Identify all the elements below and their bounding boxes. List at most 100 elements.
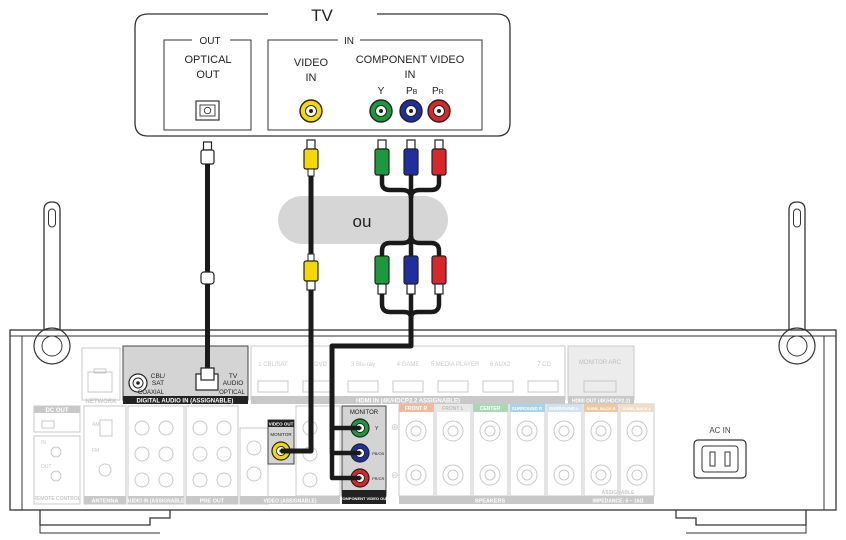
coaxial-source-1: CBL/	[151, 373, 166, 380]
tv-video-jack	[299, 99, 323, 123]
speaker-front-r: FRONT R	[398, 403, 435, 497]
video-out-badge: VIDEO OUT	[269, 422, 294, 427]
antenna-right	[778, 201, 816, 365]
component-monitor-label: MONITOR	[350, 410, 379, 416]
speaker-center: CENTER	[472, 403, 509, 497]
optical-cable	[200, 141, 215, 381]
remote-control-section: IN OUT REMOTE CONTROL	[33, 435, 81, 505]
cables	[200, 139, 447, 481]
speakers-section: ⊕ ⊖ FRONT R FRONT L CENTER	[391, 403, 655, 505]
pre-out-label: PRE OUT	[200, 499, 225, 505]
plus-sign: ⊕	[391, 422, 399, 432]
hdmi-label-1: 1 CBL/SAT	[258, 362, 288, 368]
optical-out-line2: OUT	[196, 69, 220, 81]
speaker-tab-surround-r: SURROUND R	[512, 406, 543, 411]
optical-label: OPTICAL	[219, 390, 245, 396]
optical-source-1: TV	[229, 373, 238, 380]
hdmi-port-3	[347, 380, 379, 393]
y-label: Y	[378, 86, 385, 97]
video-out-monitor-panel: VIDEO OUT MONITOR	[267, 419, 295, 465]
hdmi-port-6	[482, 380, 514, 393]
monitor-arc-label: MONITOR ARC	[579, 360, 622, 366]
hdmi-port-1	[257, 380, 289, 393]
speaker-surr-back-l: SURR. BACK L	[619, 403, 655, 497]
dc-out-section: DC OUT	[33, 405, 81, 433]
video-in-line1: VIDEO	[294, 57, 329, 69]
hdmi-port-4	[392, 380, 424, 393]
hdmi-in-label: HDMI IN (4K/HDCP2.2 ASSIGNABLE)	[356, 399, 460, 405]
hdmi-label-3: 3 Blu-ray	[351, 362, 375, 368]
digital-audio-panel: DIGITAL AUDIO IN (ASSIGNABLE) CBL/ SAT C…	[122, 345, 249, 405]
am-label: AM	[92, 422, 100, 428]
hdmi-port-2	[302, 380, 334, 393]
hdmi-port-5	[437, 380, 469, 393]
remote-control-label: REMOTE CONTROL	[33, 496, 81, 502]
hdmi-out-section: MONITOR ARC HDMI OUT (4K/HDCP2.2)	[567, 345, 635, 405]
av-receiver: NETWORK DIGITAL AUDIO IN (ASSIGNABLE) CB…	[9, 201, 837, 534]
or-label: ou	[353, 212, 372, 231]
pb-label: PB	[406, 86, 418, 97]
video-monitor-label: MONITOR	[270, 432, 292, 437]
video-assignable-label: VIDEO (ASSIGNABLE)	[263, 499, 316, 505]
optical-out-line1: OPTICAL	[184, 54, 231, 66]
component-video-out-label: COMPONENT VIDEO OUT	[339, 496, 389, 501]
component-cable	[329, 139, 447, 481]
component-in-line2: IN	[405, 69, 416, 81]
speaker-surr-back-r: SURR. BACK R	[583, 403, 619, 497]
ac-in-section: AC IN	[693, 426, 747, 479]
hdmi-label-5: 5 MEDIA PLAYER	[431, 362, 480, 368]
hdmi-in-section: 1 CBL/SAT 2 DVD 3 Blu-ray 4 GAME 5 MEDIA…	[250, 345, 566, 405]
coaxial-jack	[128, 373, 148, 393]
antenna-left	[33, 201, 71, 365]
coaxial-label: COAXIAL	[138, 390, 165, 396]
out-label: OUT	[199, 36, 220, 47]
tv-pb-jack	[399, 99, 423, 123]
hdmi-label-2: 2 DVD	[309, 362, 327, 368]
hdmi-label-7: 7 CD	[537, 362, 551, 368]
coaxial-source-2: SAT	[152, 380, 164, 387]
speaker-surround-r: SURROUND R	[509, 403, 546, 497]
speaker-tab-surround-l: SURROUND L	[549, 406, 579, 411]
tv-panel: TV OUT OPTICAL OUT IN VIDEO IN COMPONENT…	[134, 6, 511, 137]
speaker-tab-center: CENTER	[480, 406, 501, 412]
or-separator: ou	[278, 196, 448, 244]
network-section: NETWORK	[81, 347, 121, 405]
in-label: IN	[344, 36, 354, 47]
tv-title: TV	[311, 6, 333, 25]
speaker-tab-surr-back-r: SURR. BACK R	[586, 406, 615, 411]
assignable-label: ASSIGNABLE	[602, 490, 635, 496]
cpr-label: PR/CR	[372, 476, 385, 481]
network-label: NETWORK	[86, 399, 118, 405]
ir-out-label: OUT	[41, 464, 52, 470]
ir-in-label: IN	[41, 440, 46, 446]
component-in-line1: COMPONENT VIDEO	[356, 54, 465, 66]
hdmi-port-7	[527, 380, 559, 393]
digital-audio-label: DIGITAL AUDIO IN (ASSIGNABLE)	[137, 399, 234, 405]
audio-in-section: AUDIO IN (ASSIGNABLE)	[126, 405, 186, 505]
speaker-surround-l: SURROUND L	[546, 403, 583, 497]
tv-optical-port	[195, 100, 220, 121]
antenna-label: ANTENNA	[92, 499, 119, 505]
impedance-label: IMPEDANCE: 6 ~ 16Ω	[592, 499, 643, 505]
audio-in-label: AUDIO IN (ASSIGNABLE)	[126, 499, 186, 505]
dc-out-label: DC OUT	[46, 408, 69, 414]
minus-sign: ⊖	[391, 470, 399, 480]
hdmi-label-6: 6 AUX2	[490, 362, 511, 368]
pre-out-section: PRE OUT	[185, 405, 239, 505]
antenna-section: AM FM ANTENNA	[83, 405, 127, 505]
speaker-tab-front-r: FRONT R	[405, 406, 428, 412]
optical-source-2: AUDIO	[223, 380, 244, 387]
hdmi-out-label: HDMI OUT (4K/HDCP2.2)	[572, 399, 631, 405]
speaker-tab-surr-back-l: SURR. BACK L	[623, 406, 652, 411]
video-in-line2: IN	[306, 72, 317, 84]
speakers-label: SPEAKERS	[475, 499, 506, 505]
cy-label: Y	[375, 426, 379, 432]
fm-label: FM	[92, 448, 99, 454]
speaker-tab-front-l: FRONT L	[442, 406, 464, 412]
hdmi-label-4: 4 GAME	[397, 362, 420, 368]
tv-y-jack	[369, 99, 393, 123]
cpb-label: PB/CB	[372, 451, 384, 456]
ac-in-label: AC IN	[709, 426, 731, 435]
tv-pr-jack	[427, 99, 451, 123]
